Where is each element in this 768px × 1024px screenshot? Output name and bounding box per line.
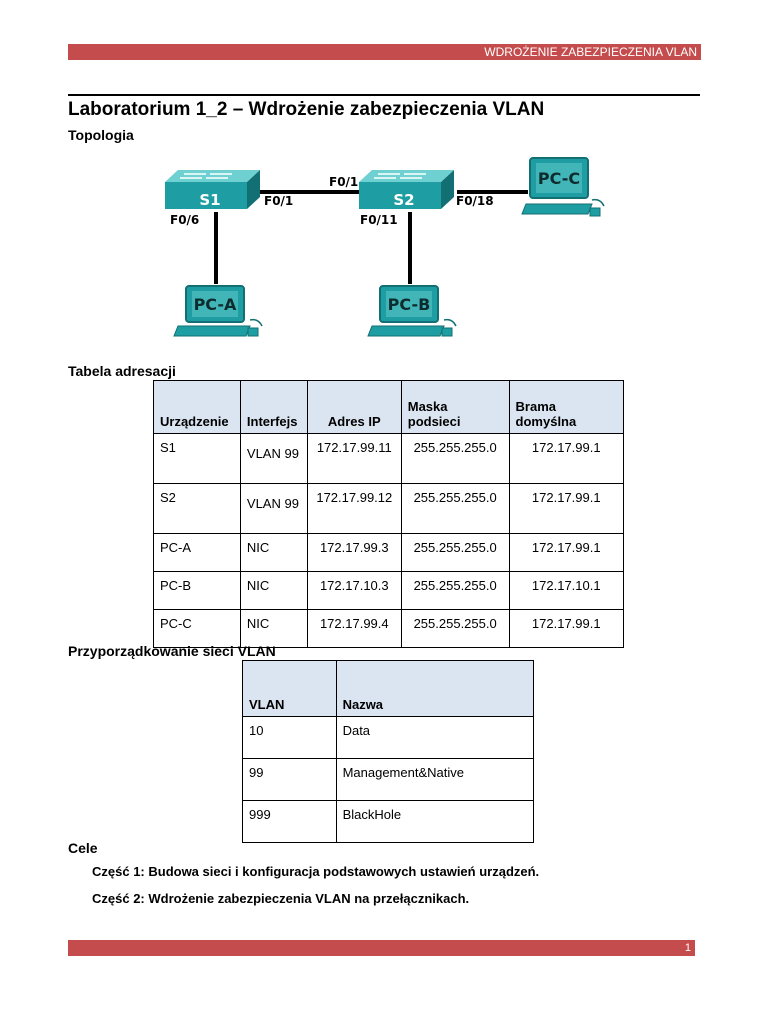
table-cell: S1 xyxy=(153,433,241,484)
table-cell: 10 xyxy=(242,716,337,759)
table-row: 10 Data xyxy=(242,716,535,759)
table-cell: 172.17.99.1 xyxy=(508,533,625,572)
title-rule xyxy=(68,94,700,96)
table-cell: 172.17.99.1 xyxy=(508,483,625,534)
port-label-s2-f0-1: F0/1 xyxy=(329,175,358,189)
table-row: PC-A NIC 172.17.99.3 255.255.255.0 172.1… xyxy=(153,533,625,572)
table-cell: Data xyxy=(335,716,535,759)
pc-a-label: PC-A xyxy=(194,295,237,314)
document-title: Laboratorium 1_2 – Wdrożenie zabezpiecze… xyxy=(68,99,545,120)
table-cell: VLAN 99 xyxy=(239,483,308,534)
objective-item: Część 1: Budowa sieci i konfiguracja pod… xyxy=(92,864,539,879)
objective-text: Budowa sieci i konfiguracja podstawowych… xyxy=(144,864,540,879)
section-topology-heading: Topologia xyxy=(68,127,134,143)
addressing-table: Urządzenie Interfejs Adres IP Maska pods… xyxy=(153,380,625,648)
link-lines xyxy=(214,190,528,284)
switch-s2-label: S2 xyxy=(393,191,414,209)
table-header-row: VLAN Nazwa xyxy=(242,660,535,717)
pc-c-icon: PC-C xyxy=(521,157,605,217)
column-header: Maska podsieci xyxy=(400,380,510,434)
table-cell: 255.255.255.0 xyxy=(400,433,510,484)
table-cell: 172.17.99.11 xyxy=(306,433,402,484)
section-vlan-heading: Przyporządkowanie sieci VLAN xyxy=(68,643,276,659)
table-row: 99 Management&Native xyxy=(242,758,535,801)
pc-b-icon: PC-B xyxy=(367,285,457,337)
page-number: 1 xyxy=(684,942,691,954)
section-addressing-heading: Tabela adresacji xyxy=(68,363,176,379)
switch-s2-icon: S2 xyxy=(359,170,454,209)
objective-item: Część 2: Wdrożenie zabezpieczenia VLAN n… xyxy=(92,891,469,906)
table-row: PC-C NIC 172.17.99.4 255.255.255.0 172.1… xyxy=(153,609,625,648)
column-header: Interfejs xyxy=(239,380,308,434)
table-row: S2 VLAN 99 172.17.99.12 255.255.255.0 17… xyxy=(153,483,625,534)
switch-s1-label: S1 xyxy=(199,191,220,209)
table-cell: 255.255.255.0 xyxy=(400,533,510,572)
column-header: VLAN xyxy=(242,660,337,717)
table-cell: 172.17.10.3 xyxy=(306,571,402,610)
objective-label: Część 1: xyxy=(92,864,145,879)
header-bar: WDROŻENIE ZABEZPIECZENIA VLAN xyxy=(68,44,701,60)
table-header-row: Urządzenie Interfejs Adres IP Maska pods… xyxy=(153,380,625,434)
objective-text: Wdrożenie zabezpieczenia VLAN na przełąc… xyxy=(144,891,470,906)
port-label-s2-f0-18: F0/18 xyxy=(456,194,494,208)
header-title: WDROŻENIE ZABEZPIECZENIA VLAN xyxy=(484,45,697,59)
table-cell: 99 xyxy=(242,758,337,801)
table-row: 999 BlackHole xyxy=(242,800,535,843)
objective-label: Część 2: xyxy=(92,891,145,906)
table-cell: S2 xyxy=(153,483,241,534)
table-cell: 255.255.255.0 xyxy=(400,483,510,534)
table-cell: 172.17.99.4 xyxy=(306,609,402,648)
column-header: Urządzenie xyxy=(153,380,241,434)
table-cell: 172.17.99.1 xyxy=(508,433,625,484)
table-cell: VLAN 99 xyxy=(239,433,308,484)
table-cell: 172.17.99.1 xyxy=(508,609,625,648)
port-label-s1-f0-1: F0/1 xyxy=(264,194,293,208)
column-header: Adres IP xyxy=(306,380,402,434)
table-cell: 172.17.99.3 xyxy=(306,533,402,572)
table-cell: 172.17.99.12 xyxy=(306,483,402,534)
table-row: PC-B NIC 172.17.10.3 255.255.255.0 172.1… xyxy=(153,571,625,610)
topology-diagram: S1 S2 PC-A PC-B PC-C F0/1 F xyxy=(165,157,605,337)
table-cell: NIC xyxy=(239,533,308,572)
section-objectives-heading: Cele xyxy=(68,840,98,856)
table-cell: NIC xyxy=(239,571,308,610)
port-label-s1-f0-6: F0/6 xyxy=(170,213,199,227)
table-cell: 172.17.10.1 xyxy=(508,571,625,610)
table-cell: Management&Native xyxy=(335,758,535,801)
column-header: Nazwa xyxy=(335,660,535,717)
table-cell: PC-C xyxy=(153,609,241,648)
column-header: Brama domyślna xyxy=(508,380,625,434)
switch-s1-icon: S1 xyxy=(165,170,260,209)
table-cell: NIC xyxy=(239,609,308,648)
table-cell: PC-A xyxy=(153,533,241,572)
pc-b-label: PC-B xyxy=(388,295,431,314)
pc-c-label: PC-C xyxy=(538,169,580,188)
table-cell: 999 xyxy=(242,800,337,843)
table-cell: 255.255.255.0 xyxy=(400,609,510,648)
table-row: S1 VLAN 99 172.17.99.11 255.255.255.0 17… xyxy=(153,433,625,484)
table-cell: BlackHole xyxy=(335,800,535,843)
port-label-s2-f0-11: F0/11 xyxy=(360,213,398,227)
table-cell: 255.255.255.0 xyxy=(400,571,510,610)
table-cell: PC-B xyxy=(153,571,241,610)
footer-bar: 1 xyxy=(68,940,695,956)
vlan-table: VLAN Nazwa 10 Data 99 Management&Native … xyxy=(242,660,535,843)
pc-a-icon: PC-A xyxy=(173,285,263,337)
